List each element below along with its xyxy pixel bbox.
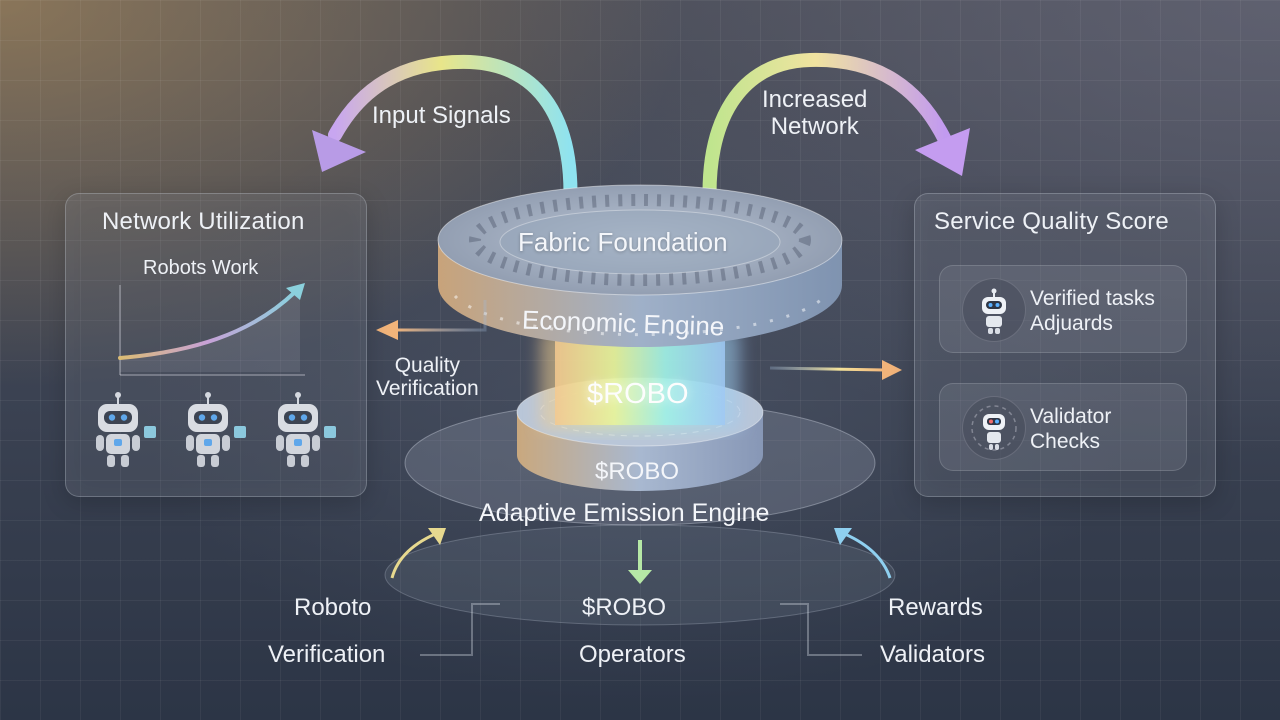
robot-icon — [962, 278, 1026, 342]
fabric-foundation-disc — [437, 184, 843, 347]
input-signals-arrow — [312, 54, 578, 217]
bottom-robo-label: $ROBO — [582, 594, 667, 621]
chart-trend-line — [118, 290, 297, 360]
glow-column — [540, 330, 740, 430]
verified-tasks-label: Verified tasks Adjuards — [1030, 287, 1155, 335]
robot-row — [96, 391, 337, 468]
bottom-center-arrow — [628, 540, 652, 584]
lower-robo-token-label: $ROBO — [595, 458, 680, 485]
robots-work-chart — [118, 283, 305, 376]
quality-verification-label: Quality Verification — [376, 354, 479, 400]
network-utilization-title: Network Utilization — [102, 208, 305, 235]
operators-label: Operators — [579, 641, 686, 668]
robots-work-label: Robots Work — [143, 257, 259, 279]
verification-label: Verification — [268, 641, 386, 668]
robot-icon — [96, 392, 156, 467]
emission-engine-label: Adaptive Emission Engine — [479, 499, 770, 527]
fabric-foundation-label: Fabric Foundation — [518, 227, 728, 257]
validator-checks-item: Validator Checks — [939, 383, 1187, 471]
bottom-left-arrow — [390, 528, 446, 579]
right-flow-arrow — [769, 360, 902, 380]
roboto-label: Roboto — [294, 594, 372, 621]
bottom-right-arrow — [834, 528, 892, 579]
increased-network-arrow — [702, 52, 970, 217]
core-robo-token-label: $ROBO — [587, 378, 689, 410]
validator-robot-icon — [962, 396, 1026, 460]
service-quality-title: Service Quality Score — [934, 208, 1169, 235]
input-signals-label: Input Signals — [372, 102, 511, 129]
verified-tasks-item: Verified tasks Adjuards — [939, 265, 1187, 353]
rewards-label: Rewards — [888, 594, 983, 621]
network-utilization-panel — [65, 193, 367, 497]
quality-verification-arrow — [376, 300, 487, 340]
validator-checks-label: Validator Checks — [1030, 405, 1112, 453]
bottom-connectors — [420, 603, 862, 656]
validators-label: Validators — [880, 641, 985, 668]
service-quality-panel — [914, 193, 1216, 497]
increased-network-label: Increased Network — [762, 86, 868, 140]
